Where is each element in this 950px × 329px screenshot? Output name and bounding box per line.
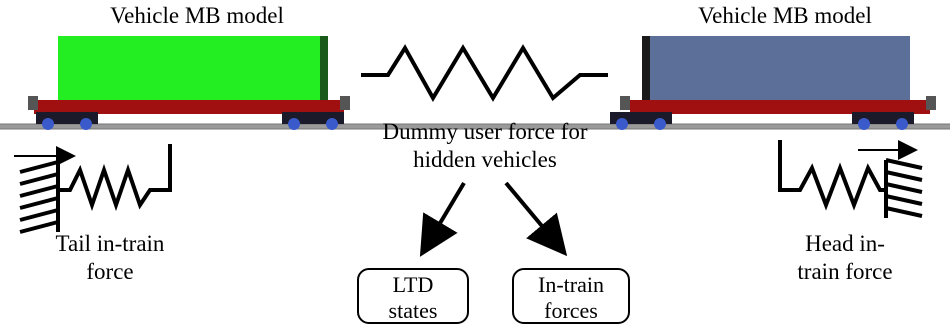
arrow-to-in-train-forces — [504, 181, 568, 257]
right-vehicle-label: Vehicle MB model — [698, 3, 872, 28]
left-vehicle-body — [58, 36, 320, 100]
right-vehicle — [610, 36, 936, 130]
tail-force-label: Tail in-train force — [30, 230, 190, 286]
head-force-spring-icon — [778, 140, 923, 218]
head-force-label: Head in- train force — [770, 230, 920, 286]
center-label-line2: hidden vehicles — [413, 147, 557, 172]
center-spring-icon — [361, 44, 608, 102]
tail-force-spring-icon — [14, 144, 172, 234]
ltd-states-line2: states — [388, 298, 438, 323]
right-vehicle-bogie-rear — [852, 112, 914, 130]
right-vehicle-chassis — [630, 100, 930, 114]
head-force-line1: Head in- — [805, 231, 885, 256]
rail-track — [0, 123, 950, 130]
right-vehicle-bogie-front — [610, 112, 672, 130]
ltd-states-box: LTD states — [357, 268, 469, 324]
tail-force-line1: Tail in-train — [55, 231, 165, 256]
left-vehicle — [28, 36, 350, 130]
ltd-states-line1: LTD — [392, 272, 434, 297]
left-vehicle-label: Vehicle MB model — [110, 3, 284, 28]
head-force-line2: train force — [797, 259, 893, 284]
center-label: Dummy user force for hidden vehicles — [360, 118, 610, 174]
tail-force-line2: force — [86, 259, 134, 284]
right-vehicle-body — [650, 36, 910, 100]
center-label-line1: Dummy user force for — [382, 119, 588, 144]
in-train-forces-box: In-train forces — [512, 268, 630, 324]
arrow-to-ltd-states — [419, 181, 466, 257]
left-vehicle-chassis — [34, 100, 344, 114]
left-vehicle-bogie-front — [36, 112, 98, 130]
left-vehicle-bogie-rear — [282, 112, 344, 130]
in-train-forces-line2: forces — [544, 298, 598, 323]
in-train-forces-line1: In-train — [538, 272, 604, 297]
